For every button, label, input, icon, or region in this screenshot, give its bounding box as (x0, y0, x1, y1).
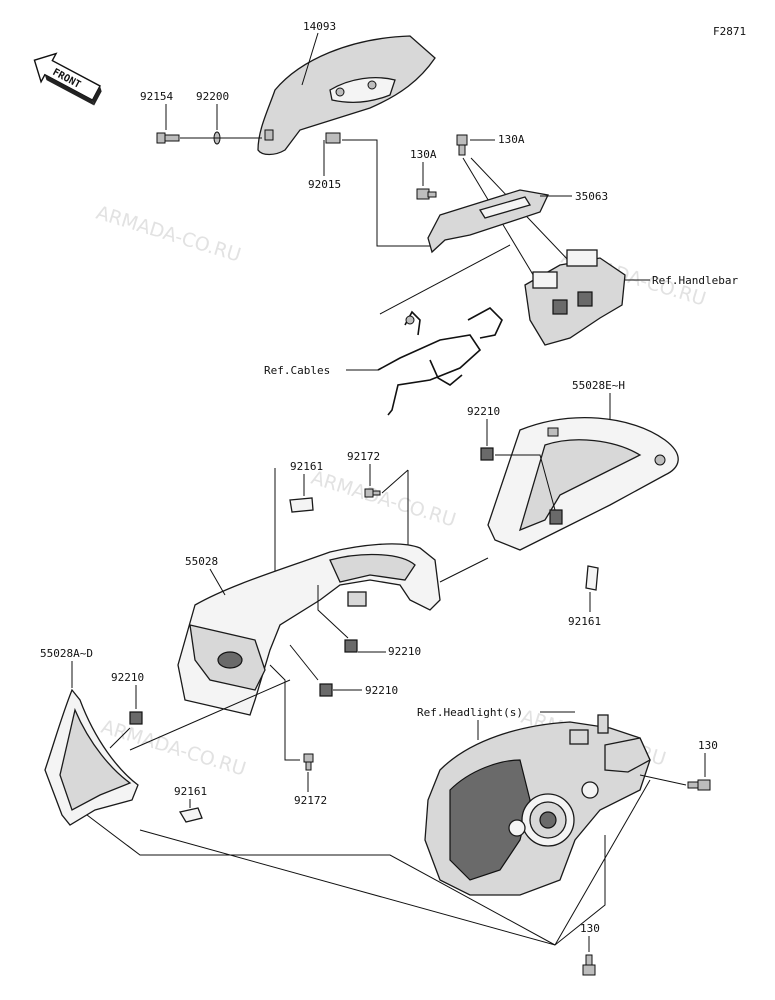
handlebar-clamp (524, 249, 626, 346)
part-92161-pad-right (585, 565, 599, 591)
label-35063: 35063 (575, 190, 608, 203)
label-130-bottom: 130 (580, 922, 600, 935)
part-92161-pad-top (289, 497, 314, 513)
label-92161-right: 92161 (568, 615, 601, 628)
label-130A-left: 130A (410, 148, 437, 161)
label-92172-bottom: 92172 (294, 794, 327, 807)
part-92172-screw-bottom (303, 753, 314, 771)
label-92172-top: 92172 (347, 450, 380, 463)
label-130-right: 130 (698, 739, 718, 752)
label-92210-top: 92210 (467, 405, 500, 418)
part-14093-cover (257, 35, 436, 156)
part-55028E-H-panel (487, 417, 679, 551)
part-55028A-D-lower-cowl (44, 688, 139, 826)
label-ref-headlight: Ref.Headlight(s) (417, 706, 523, 719)
part-130-bolt-bottom (582, 954, 596, 976)
part-92210-clip-mid2 (319, 683, 333, 697)
label-92210-mid2: 92210 (365, 684, 398, 697)
part-130-bolt-right (687, 779, 711, 791)
label-92161-bottom: 92161 (174, 785, 207, 798)
label-ref-cables: Ref.Cables (264, 364, 330, 377)
watermark-3: ARMADA-CO.RU (309, 467, 459, 532)
label-55028: 55028 (185, 555, 218, 568)
label-92200: 92200 (196, 90, 229, 103)
cable-bracket (377, 307, 503, 416)
label-92210-mid: 92210 (388, 645, 421, 658)
label-92210-left: 92210 (111, 671, 144, 684)
part-130A-bolt-left (416, 188, 437, 200)
label-55028A-D: 55028A~D (40, 647, 93, 660)
label-92154: 92154 (140, 90, 173, 103)
label-14093: 14093 (303, 20, 336, 33)
front-arrow-icon: FRONT (33, 52, 102, 106)
part-92210-clip-left (129, 711, 143, 725)
part-92210-clip-top (480, 447, 494, 461)
label-130A-right: 130A (498, 133, 525, 146)
part-92015-collar (325, 132, 341, 144)
label-92015: 92015 (308, 178, 341, 191)
part-92161-pad-bottom (178, 807, 203, 823)
label-ref-handlebar: Ref.Handlebar (652, 274, 738, 287)
figure-code: F2871 (713, 25, 746, 38)
part-92154-bolt (156, 132, 180, 144)
part-35063-bracket (427, 189, 549, 254)
watermark-1: ARMADA-CO.RU (94, 202, 244, 267)
label-92161-top: 92161 (290, 460, 323, 473)
part-130A-bolt-right (456, 134, 468, 156)
label-55028E-H: 55028E~H (572, 379, 625, 392)
part-92210-clip-mid (344, 639, 358, 653)
part-55028-cowl (177, 543, 441, 716)
part-92172-screw-top (364, 488, 381, 498)
headlight-assembly (424, 714, 651, 896)
